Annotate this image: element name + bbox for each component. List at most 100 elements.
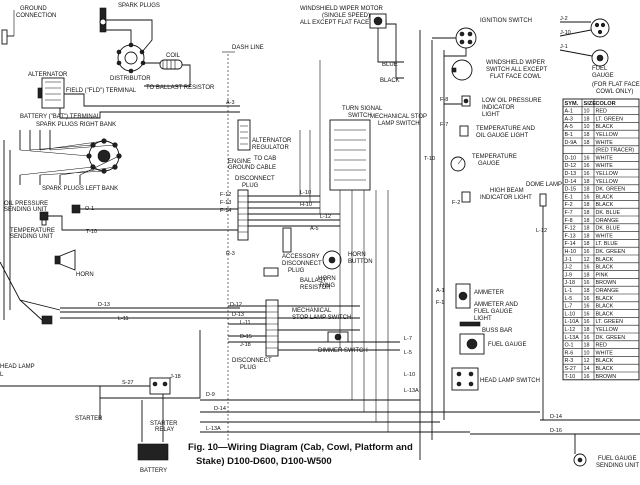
color-table-cell: WHITE <box>596 163 614 169</box>
wire-l13a-low: L-13A <box>206 426 221 432</box>
color-table-cell: 16 <box>584 311 590 317</box>
oil-pressure-label-2: SENDING UNIT <box>4 207 47 213</box>
color-table-cell: YELLOW <box>596 132 619 138</box>
distributor-icon <box>116 42 146 74</box>
spark-plug-row-right <box>19 130 116 157</box>
ammeter-icon <box>455 283 471 309</box>
temp-gauge-label-1: TEMPERATURE <box>472 154 517 160</box>
color-table-cell: 12 <box>584 257 590 263</box>
color-table-cell: 18 <box>584 218 590 224</box>
color-table-cell: WHITE <box>596 350 614 356</box>
color-table-cell: H-10 <box>565 249 577 255</box>
color-table-cell: F-2 <box>565 202 573 208</box>
wire-f13: F-13 <box>220 200 231 206</box>
wiper-motor-label-3: ALL EXCEPT FLAT FACE COWL <box>300 20 389 26</box>
color-table-cell: LT. BLUE <box>596 241 619 247</box>
head-lamp-switch-label: HEAD LAMP SWITCH <box>480 378 540 384</box>
ignition-switch-icon <box>455 27 477 49</box>
starter-relay-label-1: STARTER <box>150 421 178 427</box>
low-oil-label-3: LIGHT <box>482 112 500 118</box>
coil-icon <box>159 59 183 70</box>
high-beam-label-1: HIGH BEAM <box>490 188 524 194</box>
alternator-icon <box>37 77 65 109</box>
distributor-cap-icon <box>86 138 122 174</box>
fuel-gauge-icon <box>459 333 485 355</box>
color-table-cell: 16 <box>584 280 590 286</box>
color-table-cell: D-13 <box>565 171 577 177</box>
color-table-cell: RED <box>596 109 607 115</box>
wire-a3: A-3 <box>226 100 235 106</box>
horn-ring-icon <box>322 250 342 270</box>
alt-reg-label-2: REGULATOR <box>252 145 289 151</box>
color-table-cell: D-14 <box>565 179 577 185</box>
mech-stop-label-1: MECHANICAL STOP <box>370 114 427 120</box>
temp-sender-label-2: SENDING UNIT <box>10 234 53 240</box>
temp-gauge-icon <box>450 156 466 172</box>
ground-label-2: CONNECTION <box>16 13 56 19</box>
to-ballast-label: TO BALLAST RESISTOR <box>146 85 215 91</box>
dome-lamp-label: DOME LAMP <box>526 182 562 188</box>
color-table-cell: WHITE <box>596 140 614 146</box>
wire-f14: F-14 <box>220 208 231 214</box>
color-table-cell: YELLOW <box>596 327 619 333</box>
color-table-cell: DK. BLUE <box>596 210 621 216</box>
color-table-cell: BLACK <box>596 194 614 200</box>
wiper-motor-label-1: WINDSHIELD WIPER MOTOR <box>300 6 384 12</box>
ammeter-label: AMMETER <box>474 290 505 296</box>
color-table-cell: 18 <box>584 288 590 294</box>
wiper-motor-label-2: (SINGLE SPEED) <box>322 13 370 19</box>
color-table-cell: 18 <box>584 179 590 185</box>
caption-line-1: Fig. 10—Wiring Diagram (Cab, Cowl, Platf… <box>188 442 413 453</box>
color-table-cell: 16 <box>584 335 590 341</box>
wire-a5: A-5 <box>310 226 319 232</box>
color-table-cell: J-2 <box>565 265 573 271</box>
wire-d14-low: D-14 <box>214 406 226 412</box>
color-table-cell: 16 <box>584 296 590 302</box>
color-table-cell: R-6 <box>565 350 574 356</box>
temp-oil-label-1: TEMPERATURE AND <box>476 126 536 132</box>
disconnect-plug-lower-label-1: DISCONNECT <box>232 358 272 364</box>
wiper-switch-label-3: FLAT FACE COWL <box>490 74 542 80</box>
wire-j2: J-2 <box>560 16 568 22</box>
color-table-cell: D-15 <box>565 187 577 193</box>
turn-signal-label-2: SWITCH <box>348 113 372 119</box>
accessory-label-2: DISCONNECT <box>282 261 322 267</box>
color-table-cell: LT. GREEN <box>596 116 624 122</box>
color-table-cell: YELLOW <box>596 179 619 185</box>
color-table-cell: 18 <box>584 187 590 193</box>
wire-t10: T-10 <box>424 156 435 162</box>
color-table-cell: 18 <box>584 272 590 278</box>
color-table-cell: 16 <box>584 249 590 255</box>
engine-cab-label-1: ENGINE <box>228 159 251 165</box>
horn-ring-label-1: HORN <box>318 276 336 282</box>
mech-stop-lower-label-1: MECHANICAL <box>292 308 332 314</box>
color-table-cell: 16 <box>584 319 590 325</box>
color-table-cell: BLACK <box>596 296 614 302</box>
color-table-cell: L-10 <box>565 311 576 317</box>
low-oil-label-2: INDICATOR <box>482 105 515 111</box>
color-table-cell: D-9A <box>565 140 578 146</box>
ballast-label-2: RESISTOR <box>300 285 331 291</box>
color-table-cell: F-14 <box>565 241 576 247</box>
color-table-cell: YELLOW <box>596 171 619 177</box>
battery-icon <box>137 439 169 461</box>
color-table-cell: O-1 <box>565 343 574 349</box>
color-table-header: SYM. <box>565 101 579 107</box>
color-table-cell: J-1 <box>565 257 573 263</box>
color-table-cell: E-1 <box>565 194 573 200</box>
head-lamp-label-1: HEAD LAMP <box>0 364 35 370</box>
starter-relay-icon <box>149 377 171 395</box>
battery-label: BATTERY <box>140 468 167 474</box>
buss-bar-icon <box>459 321 481 327</box>
temp-oil-light-icon <box>459 125 469 137</box>
spark-left-label: SPARK PLUGS LEFT BANK <box>42 186 118 192</box>
color-table-cell: 18 <box>584 233 590 239</box>
mech-stop-lower-label-2: STOP LAMP SWITCH <box>292 315 351 321</box>
color-table-cell: F-13 <box>565 233 576 239</box>
color-table-cell: 18 <box>584 241 590 247</box>
color-table-cell: F-12 <box>565 226 576 232</box>
color-table-cell: DK. GREEN <box>596 249 626 255</box>
color-table-cell: 14 <box>584 366 590 372</box>
